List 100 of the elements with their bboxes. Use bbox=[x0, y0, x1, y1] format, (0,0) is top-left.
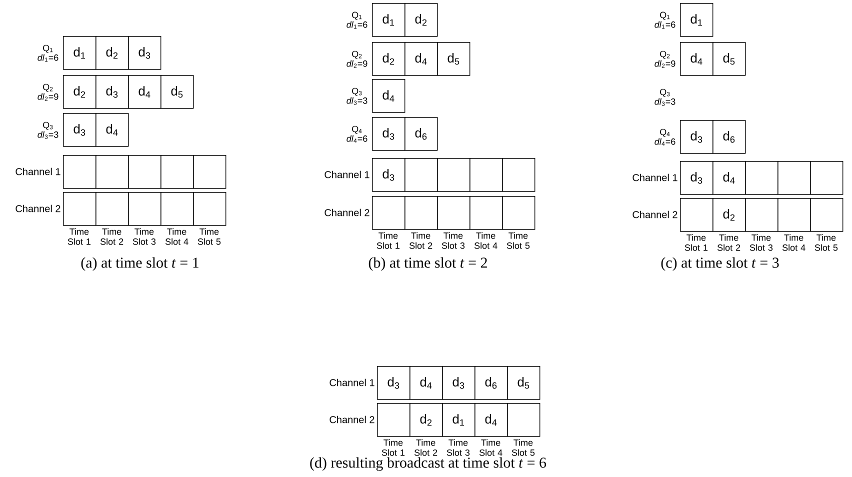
slot-cell bbox=[63, 155, 96, 189]
slot-cell: d$_{6}$ bbox=[474, 366, 508, 400]
queue-label: Q$_{3}$ bbox=[660, 88, 670, 97]
channel-label: Channel 1 bbox=[632, 174, 678, 182]
queue-label: Q$_{2}$ bbox=[660, 50, 670, 59]
slot-cell: d$_{4}$ bbox=[372, 79, 406, 113]
slot-cell bbox=[502, 158, 536, 192]
slot-cell bbox=[437, 158, 470, 192]
slot-cell: d$_{2}$ bbox=[372, 42, 406, 76]
time-slot-label: Time Slot 3 bbox=[446, 439, 470, 456]
slot-cell bbox=[745, 161, 778, 195]
time-slot-label: Time Slot 1 bbox=[376, 232, 400, 249]
time-slot-label: Time Slot 2 bbox=[414, 439, 438, 456]
deadline-label: dl$_{2}$=9 bbox=[654, 60, 676, 68]
channel-label: Channel 2 bbox=[324, 208, 370, 216]
slot-cell bbox=[193, 192, 226, 226]
slot-cell: d$_{3}$ bbox=[372, 158, 406, 192]
time-slot-label: Time Slot 5 bbox=[506, 232, 530, 249]
time-slot-label: Time Slot 5 bbox=[814, 234, 838, 251]
slot-cell bbox=[404, 196, 438, 230]
slot-cell: d$_{4}$ bbox=[404, 42, 438, 76]
slot-cell bbox=[437, 196, 470, 230]
time-slot-label: Time Slot 4 bbox=[474, 232, 498, 249]
slot-cell bbox=[128, 155, 162, 189]
slot-cell bbox=[470, 158, 503, 192]
channel-label: Channel 2 bbox=[632, 210, 678, 218]
deadline-label: dl$_{1}$=6 bbox=[654, 21, 676, 29]
slot-cell bbox=[128, 192, 162, 226]
slot-cell bbox=[778, 198, 811, 232]
subfigure-caption: (a) at time slot t = 1 bbox=[81, 257, 198, 271]
subfigure-caption: (c) at time slot t = 3 bbox=[661, 257, 779, 271]
slot-cell: d$_{1}$ bbox=[63, 36, 96, 70]
slot-cell bbox=[63, 192, 96, 226]
time-slot-label: Time Slot 4 bbox=[782, 234, 806, 251]
deadline-label: dl$_{1}$=6 bbox=[346, 21, 368, 29]
slot-cell bbox=[778, 161, 811, 195]
time-slot-label: Time Slot 1 bbox=[68, 228, 90, 245]
slot-cell bbox=[96, 192, 129, 226]
queue-label: Q$_{1}$ bbox=[660, 12, 670, 20]
channel-label: Channel 1 bbox=[330, 378, 374, 386]
queue-label: Q$_{4}$ bbox=[352, 126, 362, 134]
deadline-label: dl$_{2}$=9 bbox=[38, 93, 58, 101]
slot-cell: d$_{3}$ bbox=[680, 120, 714, 154]
slot-cell: d$_{3}$ bbox=[128, 36, 162, 70]
slot-cell: d$_{3}$ bbox=[442, 366, 476, 400]
slot-cell: d$_{4}$ bbox=[712, 161, 746, 195]
slot-cell: d$_{1}$ bbox=[372, 3, 406, 37]
slot-cell: d$_{5}$ bbox=[712, 42, 746, 76]
time-slot-label: Time Slot 2 bbox=[717, 234, 740, 251]
time-slot-label: Time Slot 4 bbox=[165, 228, 188, 245]
time-slot-label: Time Slot 2 bbox=[100, 228, 124, 245]
subfigure-caption: (b) at time slot t = 2 bbox=[368, 257, 487, 271]
queue-label: Q$_{4}$ bbox=[660, 128, 670, 137]
queue-label: Q$_{2}$ bbox=[352, 50, 362, 59]
time-slot-label: Time Slot 2 bbox=[409, 232, 432, 249]
slot-cell: d$_{2}$ bbox=[404, 3, 438, 37]
queue-label: Q$_{1}$ bbox=[43, 44, 53, 53]
deadline-label: dl$_{3}$=3 bbox=[654, 98, 676, 106]
slot-cell: d$_{1}$ bbox=[442, 403, 476, 437]
queue-label: Q$_{1}$ bbox=[352, 12, 362, 20]
queue-label: Q$_{2}$ bbox=[43, 84, 53, 92]
deadline-label: dl$_{4}$=6 bbox=[654, 138, 676, 146]
slot-cell: d$_{4}$ bbox=[474, 403, 508, 437]
queue-label: Q$_{3}$ bbox=[352, 88, 362, 96]
slot-cell: d$_{2}$ bbox=[410, 403, 443, 437]
slot-cell: d$_{5}$ bbox=[507, 366, 540, 400]
slot-cell bbox=[160, 155, 194, 189]
slot-cell: d$_{6}$ bbox=[404, 117, 438, 151]
slot-cell: d$_{5}$ bbox=[160, 75, 194, 109]
slot-cell bbox=[810, 161, 844, 195]
slot-cell bbox=[470, 196, 503, 230]
deadline-label: dl$_{3}$=3 bbox=[38, 131, 58, 139]
slot-cell bbox=[502, 196, 536, 230]
time-slot-label: Time Slot 3 bbox=[750, 234, 773, 251]
slot-cell bbox=[745, 198, 778, 232]
subfigure-caption: (d) resulting broadcast at time slot t = 6 bbox=[310, 457, 546, 471]
slot-cell bbox=[160, 192, 194, 226]
slot-cell: d$_{3}$ bbox=[372, 117, 406, 151]
deadline-label: dl$_{2}$=9 bbox=[346, 60, 368, 68]
slot-cell: d$_{4}$ bbox=[96, 113, 129, 147]
slot-cell: d$_{2}$ bbox=[63, 75, 96, 109]
slot-cell bbox=[810, 198, 844, 232]
channel-label: Channel 2 bbox=[330, 416, 374, 424]
slot-cell bbox=[96, 155, 129, 189]
slot-cell: d$_{1}$ bbox=[680, 3, 714, 37]
time-slot-label: Time Slot 1 bbox=[382, 439, 405, 456]
slot-cell: d$_{2}$ bbox=[96, 36, 129, 70]
slot-cell: d$_{4}$ bbox=[410, 366, 443, 400]
slot-cell: d$_{4}$ bbox=[128, 75, 162, 109]
slot-cell bbox=[507, 403, 540, 437]
slot-cell: d$_{3}$ bbox=[377, 366, 410, 400]
slot-cell bbox=[372, 196, 406, 230]
deadline-label: dl$_{3}$=3 bbox=[346, 97, 368, 105]
time-slot-label: Time Slot 1 bbox=[684, 234, 708, 251]
time-slot-label: Time Slot 3 bbox=[132, 228, 156, 245]
time-slot-label: Time Slot 3 bbox=[442, 232, 465, 249]
slot-cell: d$_{5}$ bbox=[437, 42, 470, 76]
time-slot-label: Time Slot 5 bbox=[512, 439, 535, 456]
channel-label: Channel 1 bbox=[16, 168, 60, 176]
slot-cell: d$_{6}$ bbox=[712, 120, 746, 154]
